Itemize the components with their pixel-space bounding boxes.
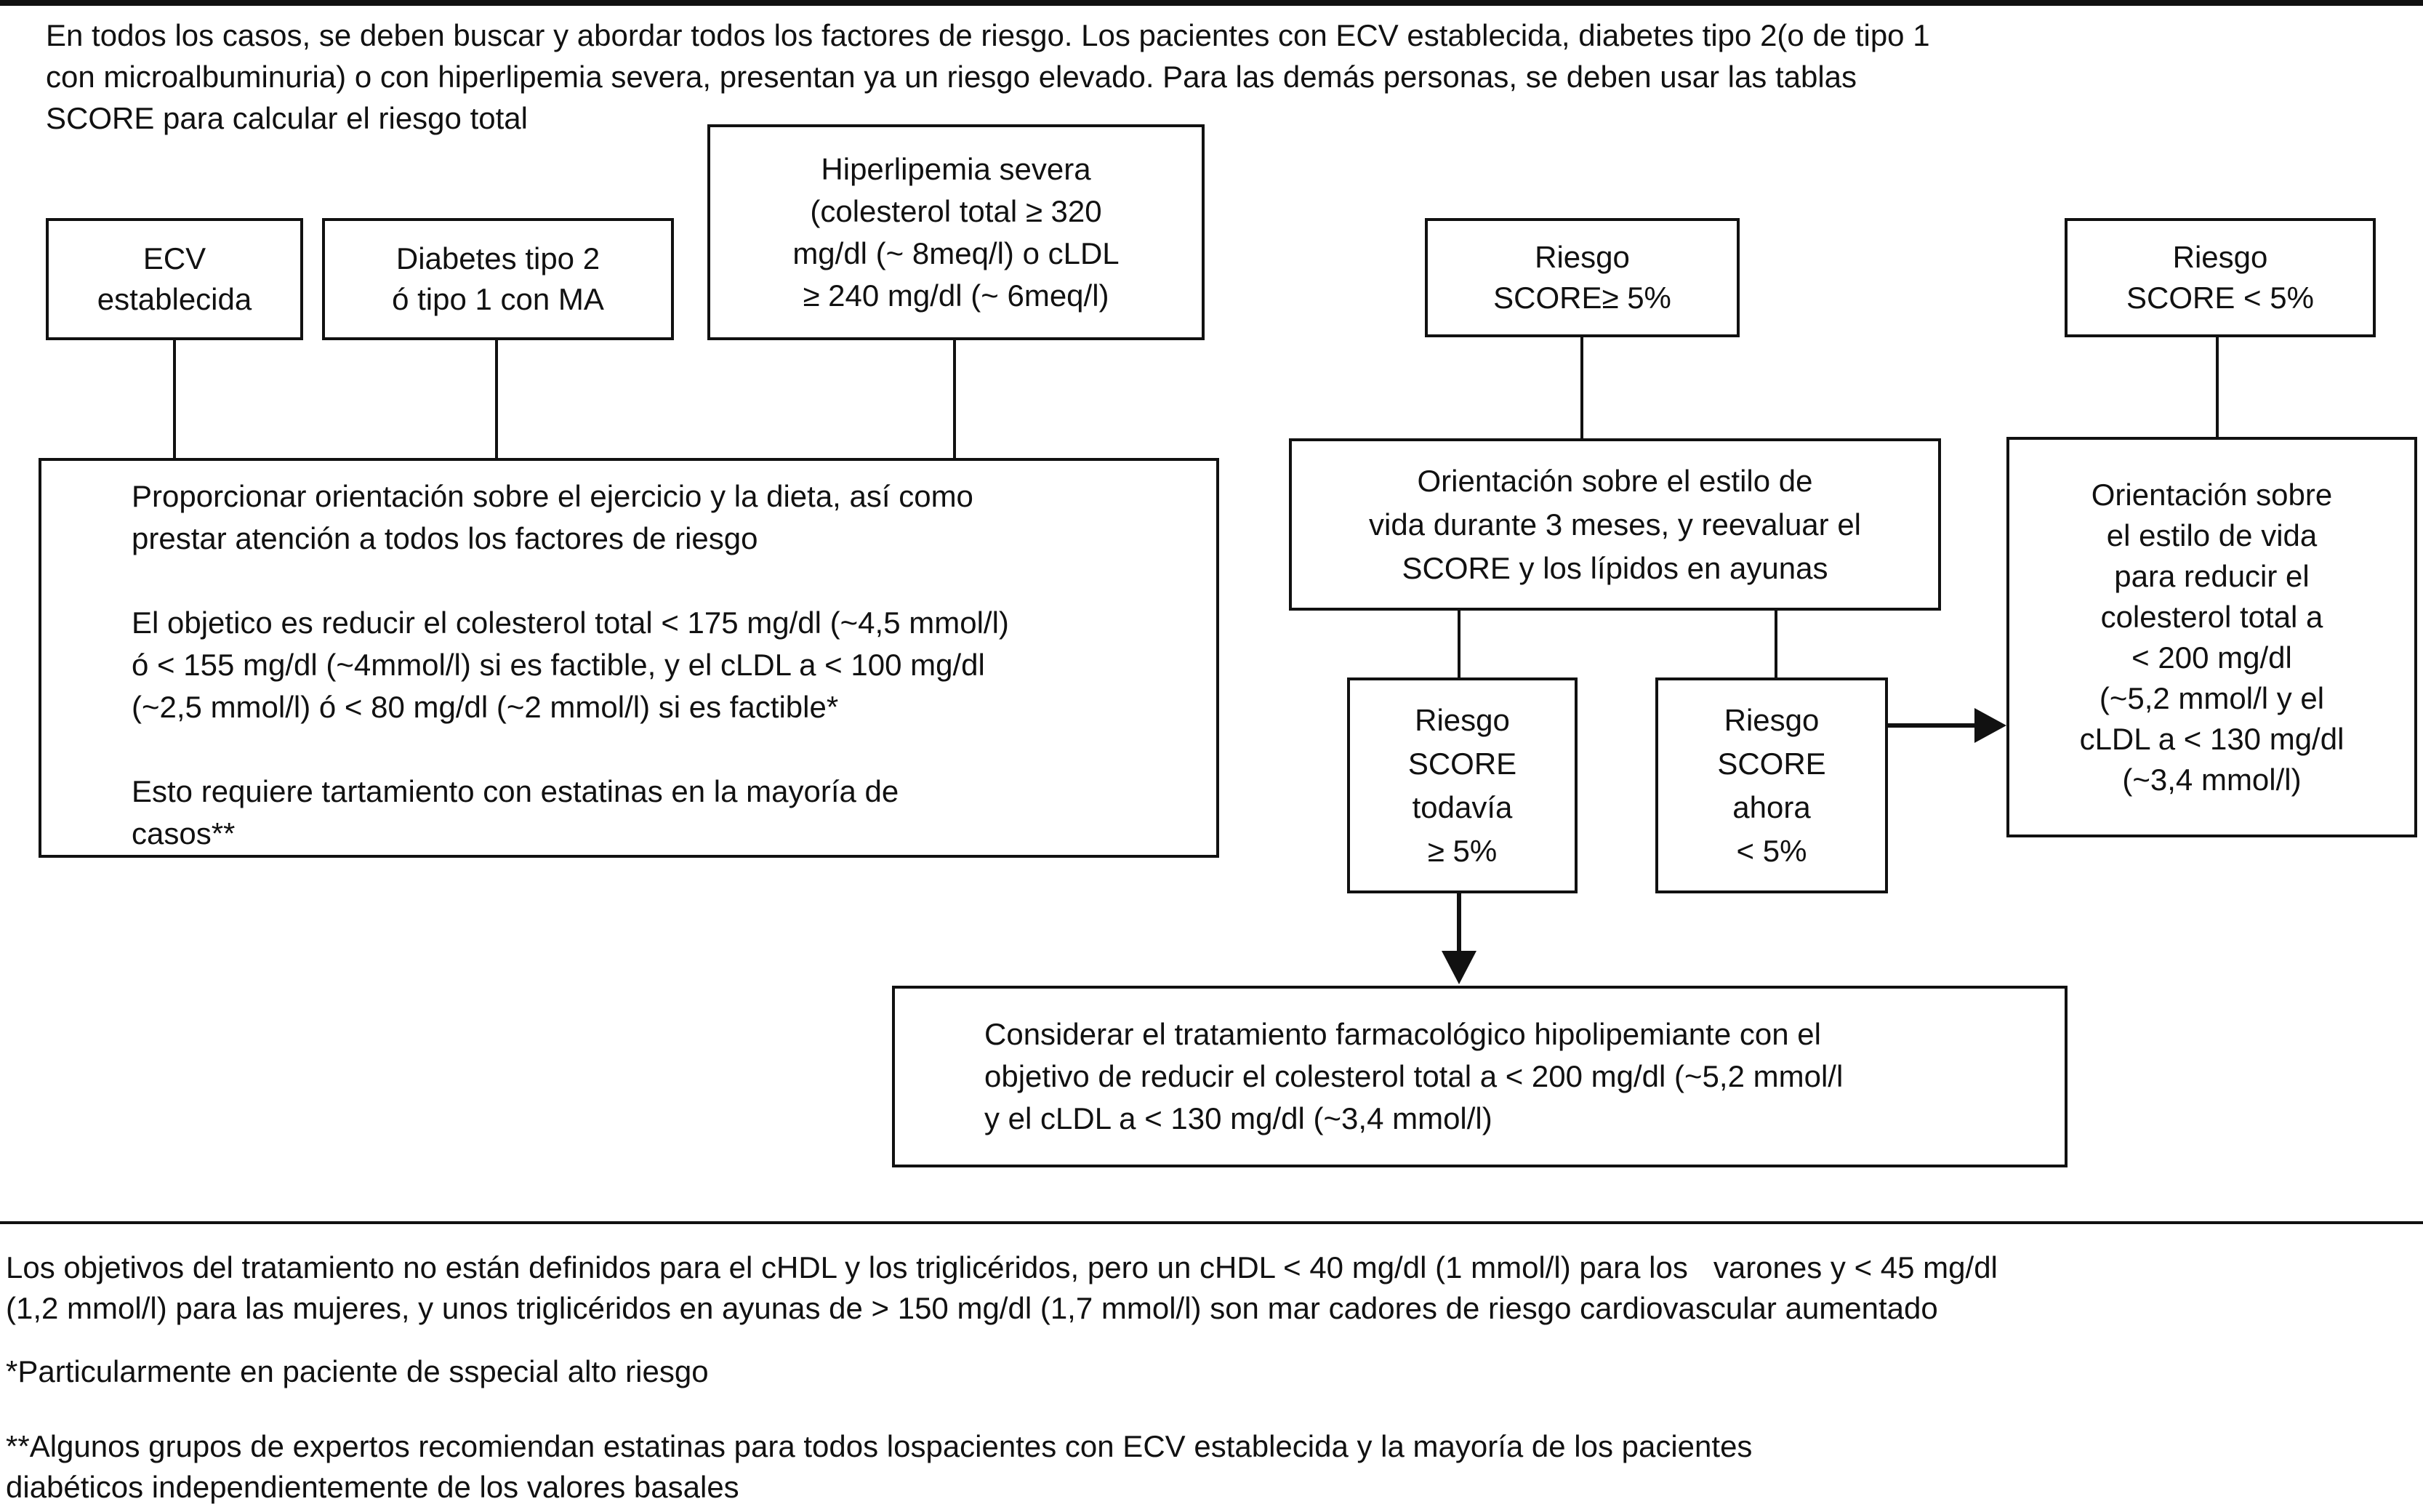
consider-treatment-text: Considerar el tratamiento farmacológico … [984,1017,1844,1135]
lifestyle-3months-box: Orientación sobre el estilo de vida dura… [1289,438,1941,611]
management-box: Proporcionar orientación sobre el ejerci… [39,458,1219,858]
diabetes-box-label: Diabetes tipo 2 ó tipo 1 con MA [392,241,604,316]
arrow-stillge5-to-consider-line [1457,893,1461,953]
footnote-double-asterisk: **Algunos grupos de expertos recomiendan… [6,1429,1753,1504]
arrow-stillge5-to-consider-head-icon [1442,951,1476,984]
lifestyle-reduce-box: Orientación sobre el estilo de vida para… [2006,437,2417,837]
riesgo-score-lt5-box: Riesgo SCORE < 5% [2065,218,2376,337]
riesgo-score-ge5-label: Riesgo SCORE≥ 5% [1493,240,1671,315]
arrow-nowlt5-to-reduce-head-icon [1974,708,2006,743]
lifestyle-3months-text: Orientación sobre el estilo de vida dura… [1368,463,1862,585]
ecv-box: ECV establecida [46,218,303,340]
score-still-ge5-label: Riesgo SCORE todavía ≥ 5% [1407,702,1517,868]
connector-lifestyle-to-nowlt5 [1775,611,1777,677]
connector-ecv-to-management [173,340,176,458]
hiperlipemia-box: Hiperlipemia severa (colesterol total ≥ … [707,124,1205,340]
footnote-targets: Los objetivos del tratamiento no están d… [6,1250,1998,1325]
hiperlipemia-box-label: Hiperlipemia severa (colesterol total ≥ … [792,151,1120,313]
intro-paragraph: En todos los casos, se deben buscar y ab… [46,18,1930,135]
connector-diabetes-to-management [495,340,498,458]
diabetes-box: Diabetes tipo 2 ó tipo 1 con MA [322,218,674,340]
connector-hiperlipemia-to-management [953,340,956,458]
score-now-lt5-box: Riesgo SCORE ahora < 5% [1655,677,1888,893]
score-now-lt5-label: Riesgo SCORE ahora < 5% [1717,702,1826,868]
score-still-ge5-box: Riesgo SCORE todavía ≥ 5% [1347,677,1578,893]
riesgo-score-ge5-box: Riesgo SCORE≥ 5% [1425,218,1740,337]
footnote-separator [0,1221,2423,1224]
management-box-text: Proporcionar orientación sobre el ejerci… [132,479,1009,850]
consider-treatment-box: Considerar el tratamiento farmacológico … [892,986,2068,1167]
arrow-nowlt5-to-reduce-line [1888,723,1976,728]
connector-scorege5-to-lifestyle [1580,337,1583,438]
lifestyle-reduce-text: Orientación sobre el estilo de vida para… [2079,477,2344,797]
riesgo-score-lt5-label: Riesgo SCORE < 5% [2126,240,2314,315]
top-rule [0,0,2423,6]
connector-lifestyle-to-stillge5 [1458,611,1460,677]
footnote-asterisk: *Particularmente en paciente de sspecial… [6,1354,709,1388]
ecv-box-label: ECV establecida [97,241,252,316]
connector-scorelt5-to-reduce [2216,337,2219,437]
